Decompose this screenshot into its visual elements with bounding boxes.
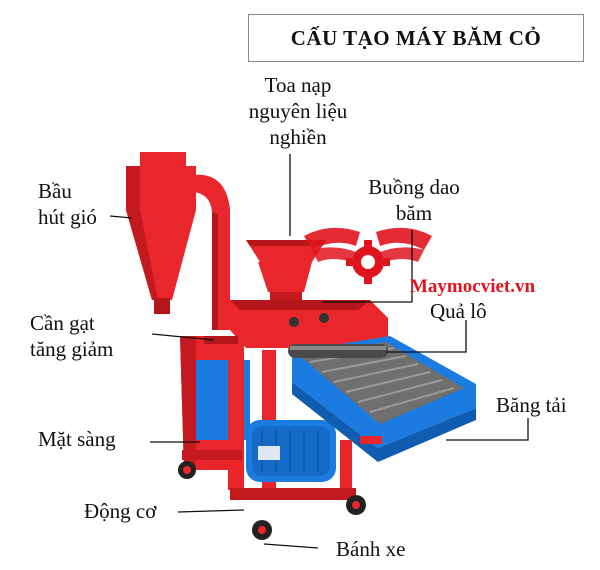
- label-toa-nap-line1: Toa nạp: [264, 73, 332, 97]
- leader-qua-lo: [386, 320, 467, 353]
- leader-bau-hut-gio: [109, 215, 133, 219]
- title-box: CẤU TẠO MÁY BĂM CỎ: [248, 14, 584, 62]
- leader-buong-dao: [322, 230, 413, 303]
- label-buong-dao-bam: Buồng dao băm: [362, 174, 466, 226]
- label-can-gat-line2: tăng giảm: [30, 337, 114, 361]
- label-mat-sang: Mặt sàng: [38, 427, 116, 451]
- label-banh-xe: Bánh xe: [336, 537, 406, 561]
- conveyor-part: [288, 336, 476, 462]
- leader-bang-tai: [446, 418, 529, 441]
- machine-body: [180, 300, 388, 500]
- brand-logo-mark: [304, 227, 432, 284]
- label-toa-nap-line3: nghiền: [269, 125, 327, 149]
- motor-part: [246, 420, 336, 482]
- hopper-part: [246, 240, 326, 302]
- wheels-part: [178, 461, 366, 540]
- cyclone-part: [126, 152, 230, 330]
- label-toa-nap-line2: nguyên liệu: [248, 99, 348, 123]
- label-can-gat-line1: Cần gạt: [30, 311, 95, 335]
- brand-watermark: Maymocviet.vn: [410, 276, 536, 297]
- label-qua-lo: Quả lô: [430, 299, 487, 323]
- diagram-title: CẤU TẠO MÁY BĂM CỎ: [290, 25, 542, 50]
- leader-can-gat: [151, 333, 215, 341]
- label-bau-hut-gio: Bầu hút gió: [38, 178, 97, 230]
- label-buong-dao-line2: băm: [395, 201, 433, 225]
- label-can-gat: Cần gạt tăng giảm: [30, 310, 113, 362]
- label-dong-co: Động cơ: [84, 499, 157, 523]
- label-bau-hut-gio-line2: hút gió: [38, 205, 97, 229]
- label-toa-nap: Toa nạp nguyên liệu nghiền: [246, 72, 350, 150]
- label-bau-hut-gio-line1: Bầu: [38, 179, 72, 203]
- label-buong-dao-line1: Buồng dao: [368, 175, 460, 199]
- leader-lines: [109, 154, 529, 549]
- leader-dong-co: [177, 509, 245, 513]
- leader-banh-xe: [263, 543, 319, 549]
- label-bang-tai: Băng tải: [496, 393, 567, 417]
